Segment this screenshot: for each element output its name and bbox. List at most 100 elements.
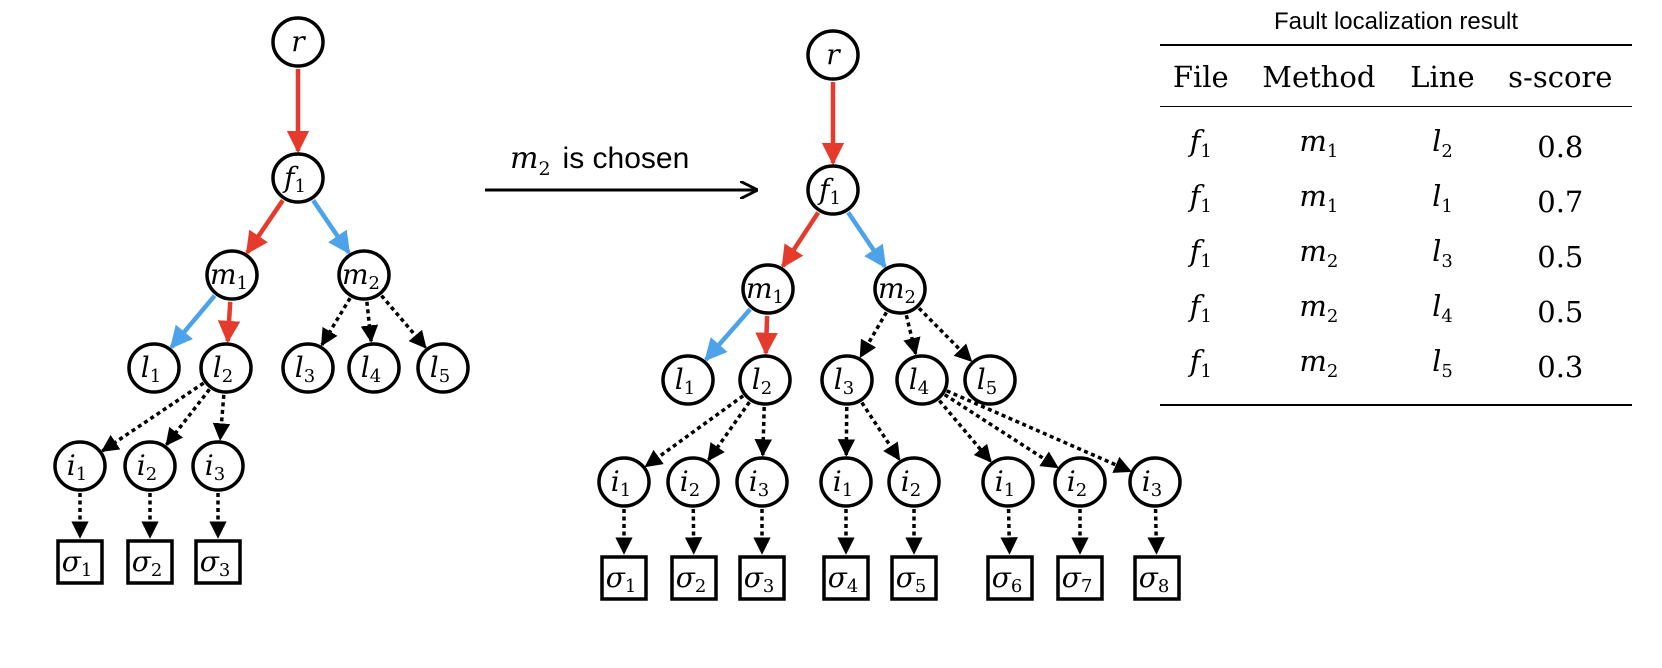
node-label: m1 [210,258,248,294]
node-label: i1 [995,465,1015,501]
node-c_i2: i2 [1053,456,1107,508]
node-i2: i2 [123,440,177,492]
node-a_i3: i3 [735,456,789,508]
edge-m1-l2 [217,301,241,344]
cell-line: l5 [1432,344,1453,382]
node-label: σ3 [200,545,231,581]
node-label: i2 [901,465,921,501]
node-circle [738,354,792,406]
cell-file: f1 [1189,124,1212,162]
fault-localization-table: Fault localization result File Method Li… [1160,8,1632,406]
edge-l2-i2 [165,388,211,447]
cell-file: f1 [1189,234,1212,272]
node-a_i1: i1 [597,456,651,508]
header-file: File [1172,60,1229,94]
node-label: i1 [833,465,853,501]
node-circle [281,342,335,394]
cell-score: 0.3 [1537,349,1584,384]
table-title: Fault localization result [1273,8,1519,35]
node-box [600,555,648,601]
node-label: l5 [430,351,450,387]
node-box [1133,555,1181,601]
node-s2: σ2 [126,539,174,585]
cell-file: f1 [1189,179,1212,217]
node-label: l2 [752,363,772,399]
node-box [1056,555,1104,601]
node-label: l4 [909,363,929,399]
node-box [890,555,938,601]
edge-l2-a_i3 [754,406,773,457]
node-circle [820,354,874,406]
edge-f1-m2 [846,211,887,269]
node-circle [741,263,795,315]
edge-l2-a_i1 [644,394,745,468]
node-circle [347,342,401,394]
node-circle [199,342,253,394]
node-l1: l1 [661,354,715,406]
node-i1: i1 [53,440,107,492]
node-label: l1 [141,351,161,387]
node-box [126,539,174,585]
node-m2: m2 [873,263,927,315]
node-label: r [826,38,841,71]
node-label: σ3 [744,561,775,597]
cell-method: m1 [1299,124,1339,162]
node-b_i1: i1 [819,456,873,508]
cell-file: f1 [1189,289,1212,327]
node-label: i2 [1067,465,1087,501]
edge-m2-l5 [380,294,427,349]
cell-score: 0.7 [1537,184,1584,219]
node-circle [191,440,245,492]
edge-l4-c_i2 [943,393,1059,469]
edge-f1-m1 [245,199,285,255]
cell-line: l3 [1432,234,1453,272]
node-circle [666,456,720,508]
node-c_i1: i1 [981,456,1035,508]
node-label: l3 [295,351,315,387]
node-box [986,555,1034,601]
node-s2: σ2 [670,555,718,601]
node-circle [127,342,181,394]
node-s1: σ1 [600,555,648,601]
edge-m2-l4 [903,314,921,356]
node-a_i2: i2 [666,456,720,508]
node-f1: f1 [806,164,860,216]
node-circle [963,354,1017,406]
node-circle [53,440,107,492]
node-l1: l1 [127,342,181,394]
node-circle [416,342,470,394]
node-c_i3: i3 [1128,456,1182,508]
cell-line: l2 [1432,124,1453,162]
edge-m1-l2 [755,315,778,356]
node-label: i2 [137,449,157,485]
node-circle [1128,456,1182,508]
node-l5: l5 [963,354,1017,406]
node-r: r [806,29,860,81]
cell-method: m2 [1299,289,1339,327]
header-method: Method [1262,60,1376,94]
cell-method: m2 [1299,344,1339,382]
node-circle [1053,456,1107,508]
node-s8: σ8 [1133,555,1181,601]
node-circle [271,152,325,204]
edge-f1-m2 [311,199,351,255]
node-label: l4 [361,351,381,387]
node-label: m2 [342,258,380,294]
node-label: m2 [878,272,916,308]
node-l3: l3 [281,342,335,394]
node-label: σ7 [1062,561,1093,597]
node-l3: l3 [820,354,874,406]
node-m1: m1 [205,249,259,301]
node-circle [205,249,259,301]
node-l4: l4 [347,342,401,394]
cell-file: f1 [1189,344,1212,382]
cell-score: 0.5 [1537,239,1584,274]
edge-l2-a_i2 [707,401,751,462]
node-box [738,555,786,601]
